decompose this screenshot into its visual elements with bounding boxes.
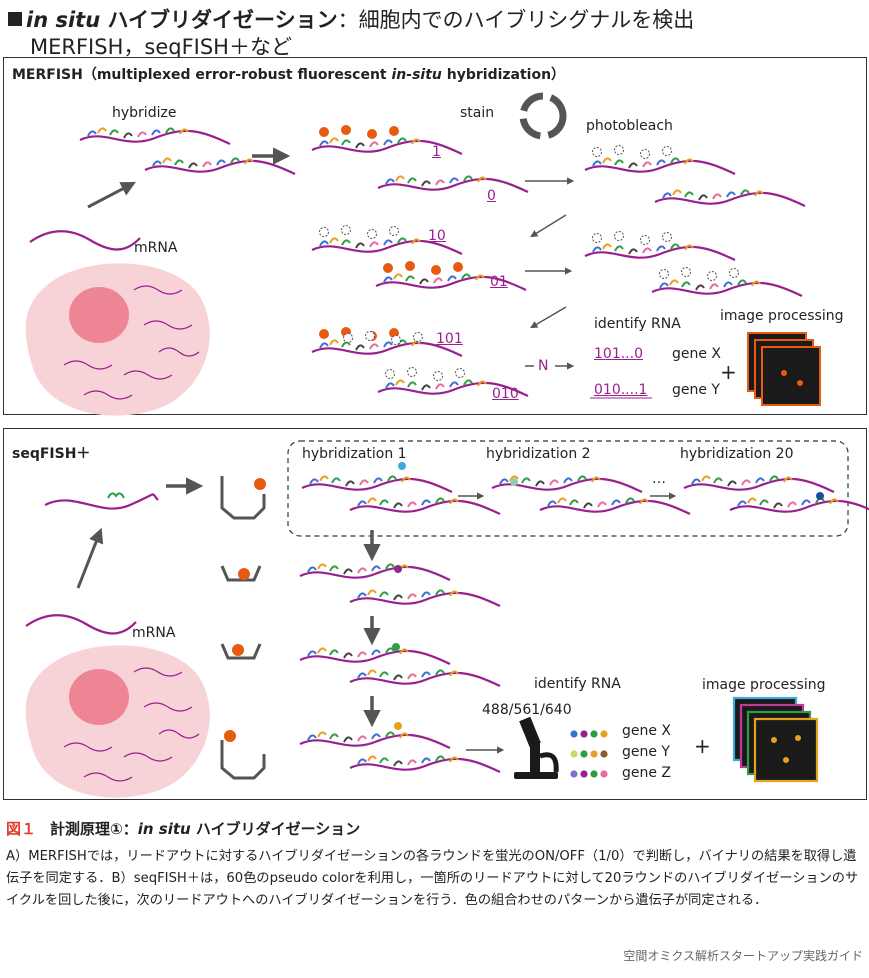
channels-label: 488/561/640 — [482, 702, 572, 718]
microscope-icon — [514, 716, 559, 779]
seqfish-title: seqFISH＋ — [12, 446, 91, 462]
mrna-label: mRNA — [132, 625, 176, 641]
hybridization-1-label: hybridization 1 — [302, 446, 407, 462]
hybridization-20-label: hybridization 20 — [680, 446, 794, 462]
mrna-label: mRNA — [134, 240, 178, 256]
gene-name: gene Y — [672, 382, 720, 398]
plus-sign: + — [694, 734, 711, 758]
merfish-title: MERFISH（multiplexed error-robust fluores… — [12, 67, 566, 83]
hybridize-label: hybridize — [112, 105, 177, 121]
image-processing-label: image processing — [702, 677, 826, 693]
book-footer: 空間オミクス解析スタートアップ実践ガイド — [623, 949, 863, 963]
gene-code: 010....1 — [594, 382, 648, 398]
figure-caption-body: A）MERFISHでは，リードアウトに対するハイブリダイゼーションの各ラウンドを… — [6, 849, 859, 908]
image-stack-icon — [732, 696, 819, 783]
identify-rna-label: identify RNA — [594, 316, 681, 332]
color-code-dots — [570, 730, 608, 778]
hybridization-2-label: hybridization 2 — [486, 446, 591, 462]
identify-rna-label: identify RNA — [534, 676, 621, 692]
plus-sign: + — [720, 360, 737, 384]
cell-icon — [25, 262, 211, 417]
ellipsis-label: … — [652, 471, 666, 487]
mrna-wave — [24, 614, 138, 635]
figure-heading: in situ ハイブリダイゼーション：細胞内でのハイブリシグナルを検出 — [8, 4, 694, 34]
photobleach-label: photobleach — [586, 118, 673, 134]
code-label: 10 — [428, 228, 446, 244]
gene-name: gene Y — [622, 744, 670, 760]
square-bullet-icon — [8, 12, 22, 26]
cycle-arrows-icon — [519, 92, 567, 140]
mrna-wave — [28, 230, 142, 251]
stain-label: stain — [460, 105, 495, 121]
image-processing-label: image processing — [720, 308, 844, 324]
n-rounds-label: N — [538, 358, 549, 374]
gene-name: gene X — [622, 723, 672, 739]
gene-name: gene X — [672, 346, 722, 362]
gene-name: gene Z — [622, 765, 672, 781]
image-stack-icon — [747, 332, 821, 406]
code-label: 0 — [487, 188, 496, 204]
gene-code: 101...0 — [594, 346, 643, 362]
code-label: 101 — [436, 331, 463, 347]
figure-subheading: MERFISH，seqFISH＋など — [30, 35, 292, 59]
code-label: 1 — [432, 144, 441, 160]
cell-icon — [25, 644, 211, 799]
